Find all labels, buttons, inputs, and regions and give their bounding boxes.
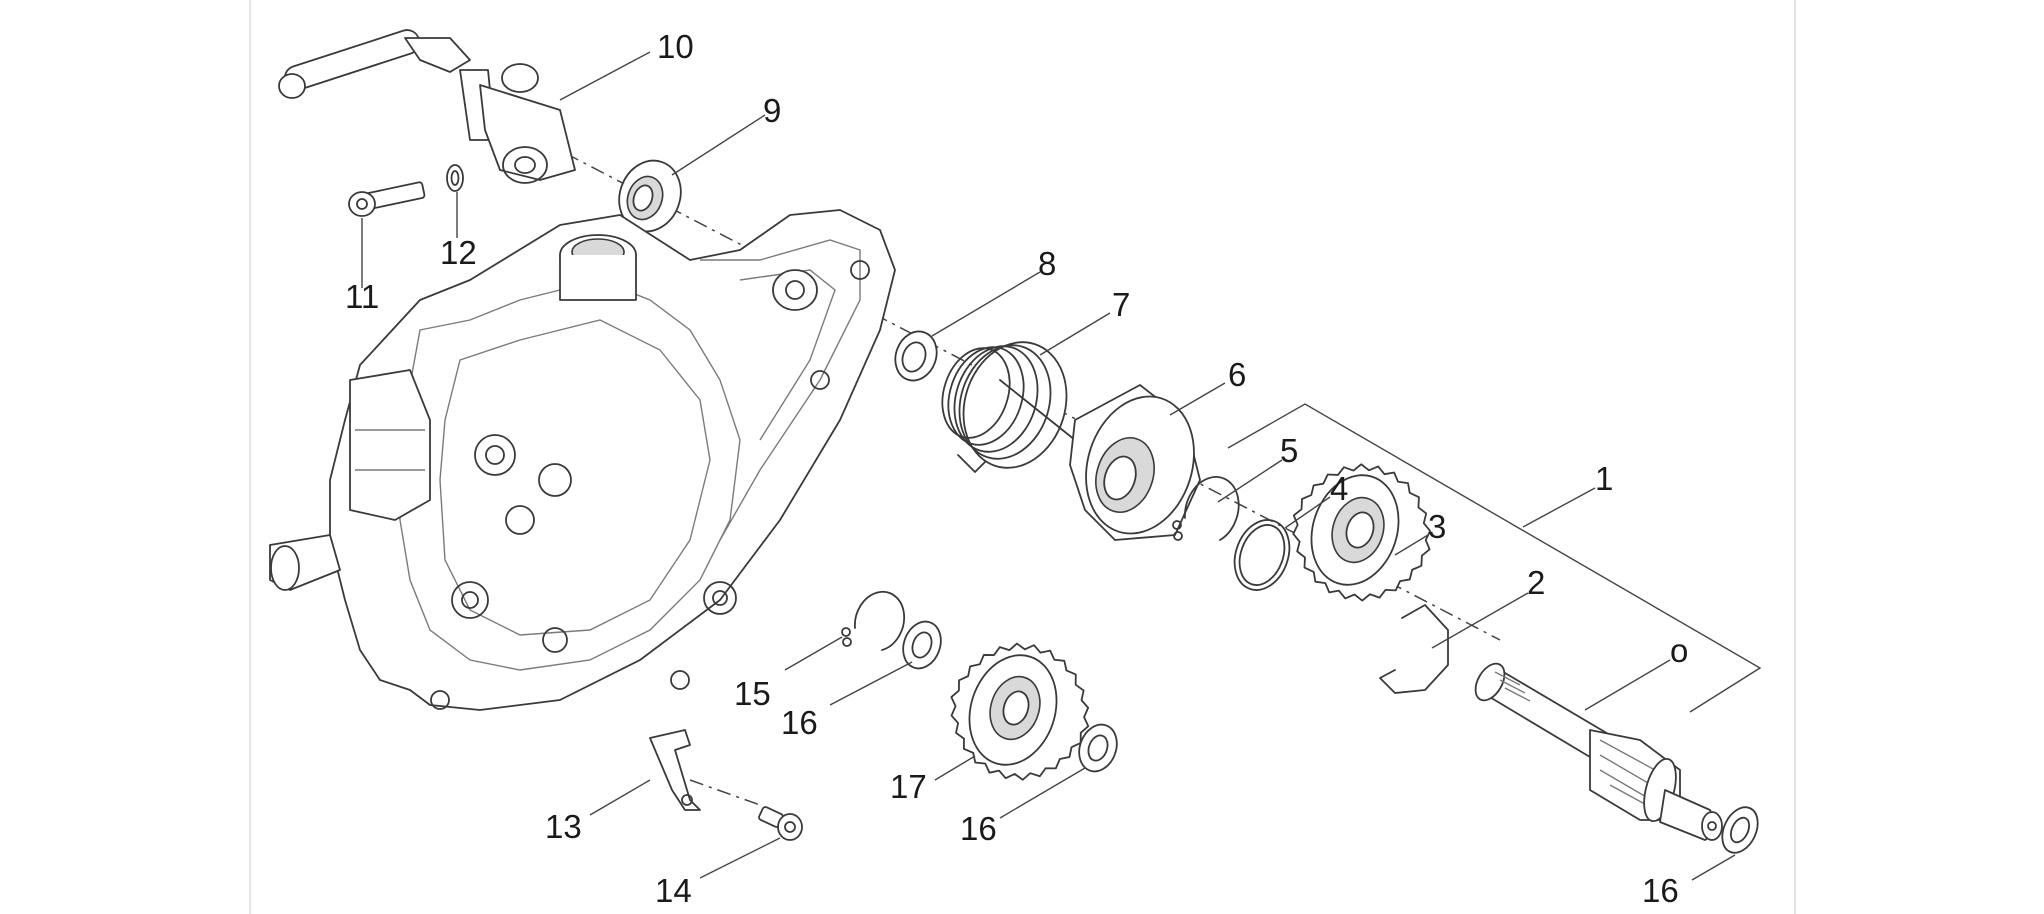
retaining-ring bbox=[1233, 519, 1291, 591]
lock-screw-axis bbox=[689, 779, 761, 806]
leader-16d bbox=[1691, 854, 1736, 881]
flange-bolt bbox=[758, 806, 803, 841]
return-spring bbox=[941, 341, 1076, 473]
leader-6 bbox=[1169, 382, 1226, 416]
leader-14 bbox=[699, 837, 781, 879]
leader-3 bbox=[1394, 534, 1429, 556]
leader-9 bbox=[671, 114, 766, 176]
callout-6: 6 bbox=[1228, 356, 1246, 393]
callout-17: 17 bbox=[890, 768, 927, 805]
assembly-group-bracket bbox=[1227, 403, 1762, 713]
callout-2: 2 bbox=[1527, 564, 1545, 601]
hex-bolt bbox=[348, 181, 426, 217]
circlip-large bbox=[1172, 476, 1240, 541]
callout-11: 11 bbox=[345, 278, 379, 315]
kickstart-lever bbox=[278, 29, 576, 184]
callout-4: 4 bbox=[1330, 470, 1348, 507]
washer-idler-front bbox=[902, 620, 942, 670]
callout-14: 14 bbox=[655, 872, 692, 909]
leader-7 bbox=[1039, 312, 1111, 356]
callout-o: o bbox=[1670, 632, 1688, 669]
callout-5: 5 bbox=[1280, 432, 1298, 469]
oil-seal bbox=[618, 159, 682, 233]
leader-16b bbox=[999, 767, 1086, 819]
leader-1 bbox=[1522, 487, 1596, 528]
callout-16b: 16 bbox=[960, 810, 997, 847]
spring-guide bbox=[1069, 384, 1201, 541]
washer-shaft-end bbox=[1721, 806, 1759, 854]
starter-driven-gear bbox=[1292, 463, 1431, 602]
kickstart-shaft bbox=[1474, 662, 1723, 841]
callout-13: 13 bbox=[545, 808, 582, 845]
small-washer bbox=[446, 164, 464, 192]
callout-15: 15 bbox=[734, 675, 771, 712]
leader-lines bbox=[361, 51, 1736, 881]
leader-10 bbox=[559, 51, 651, 101]
wire-spring-clip bbox=[1379, 604, 1449, 694]
idler-gear bbox=[950, 642, 1090, 781]
callout-10: 10 bbox=[657, 28, 694, 65]
leader-5 bbox=[1217, 459, 1283, 503]
circlip-small bbox=[841, 590, 906, 651]
leader-4 bbox=[1284, 496, 1331, 529]
leader-13 bbox=[589, 779, 651, 816]
leader-16a bbox=[829, 661, 913, 706]
crankcase-cover bbox=[269, 209, 896, 711]
callout-1: 1 bbox=[1595, 460, 1613, 497]
callout-16a: 16 bbox=[781, 704, 818, 741]
callout-8: 8 bbox=[1038, 245, 1056, 282]
leader-o bbox=[1584, 659, 1671, 711]
leader-2 bbox=[1431, 592, 1529, 649]
callout-12: 12 bbox=[440, 234, 477, 271]
leader-17 bbox=[934, 755, 976, 781]
callout-16d: 16 bbox=[1642, 872, 1679, 909]
thrust-washer bbox=[894, 330, 938, 382]
callout-7: 7 bbox=[1112, 286, 1130, 323]
leader-15 bbox=[784, 636, 843, 671]
callout-3: 3 bbox=[1428, 508, 1446, 545]
lock-plate-bracket bbox=[649, 729, 701, 811]
callout-labels: 10 9 11 12 8 7 6 5 4 3 2 1 o 16 15 16 17… bbox=[345, 28, 1688, 909]
leader-8 bbox=[931, 271, 1041, 337]
washer-idler-rear bbox=[1078, 723, 1118, 773]
callout-9: 9 bbox=[763, 92, 781, 129]
